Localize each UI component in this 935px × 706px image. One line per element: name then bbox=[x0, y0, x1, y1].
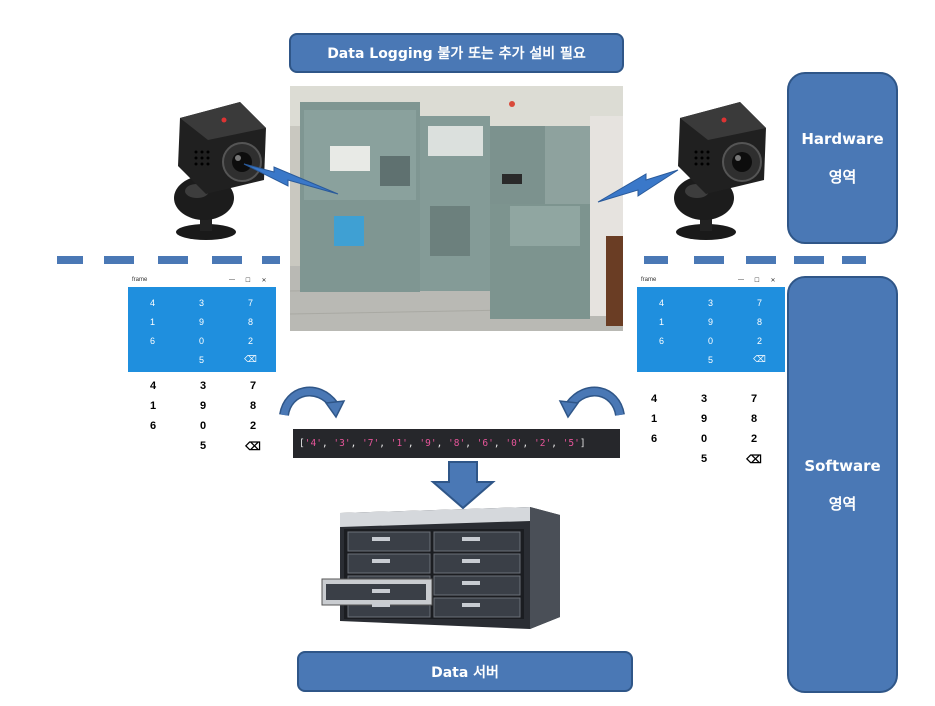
minimize-button[interactable]: — bbox=[229, 277, 235, 283]
window-title: frame bbox=[641, 277, 657, 283]
keypad-digit: 1 bbox=[650, 413, 658, 425]
keypad-digit: 4 bbox=[650, 393, 658, 405]
right-keypad-digits: 4 3 7 1 9 8 6 0 2 5 ⌫ bbox=[629, 389, 779, 469]
keypad-digit: 3 bbox=[199, 380, 207, 392]
grid-cell[interactable]: 2 bbox=[247, 335, 253, 346]
grid-cell[interactable]: 8 bbox=[756, 316, 762, 327]
grid-cell[interactable]: 5 bbox=[198, 354, 204, 365]
software-area-box: Software 영역 bbox=[787, 276, 898, 693]
keypad-digit: 0 bbox=[700, 433, 708, 445]
keypad-digit: 9 bbox=[199, 400, 207, 412]
grid-cell[interactable]: 9 bbox=[198, 316, 204, 327]
window-number-grid: 4 3 7 1 9 8 6 0 2 5 ⌫ bbox=[128, 293, 276, 369]
keypad-digit: 5 bbox=[700, 453, 708, 465]
control-room-photo bbox=[290, 86, 623, 331]
maximize-button[interactable]: ☐ bbox=[754, 277, 760, 284]
right-app-window: frame — ☐ ✕ 4 3 7 1 9 8 6 0 2 5 ⌫ bbox=[637, 273, 785, 372]
backspace-icon[interactable]: ⌫ bbox=[753, 354, 766, 364]
keypad-digit: 7 bbox=[249, 380, 257, 392]
keypad-digit: 2 bbox=[249, 420, 257, 432]
window-title: frame bbox=[132, 277, 148, 283]
keypad-digit: 7 bbox=[750, 393, 758, 405]
keypad-digit: 1 bbox=[149, 400, 157, 412]
grid-cell[interactable]: 8 bbox=[247, 316, 253, 327]
backspace-icon[interactable]: ⌫ bbox=[244, 354, 257, 364]
keypad-digit: 6 bbox=[650, 433, 658, 445]
grid-cell[interactable]: 6 bbox=[658, 335, 664, 346]
hardware-area-label: 영역 bbox=[828, 168, 857, 186]
keypad-digit: 5 bbox=[199, 440, 207, 452]
data-server-label: Data 서버 bbox=[431, 664, 499, 681]
left-app-window: frame — ☐ ✕ 4 3 7 1 9 8 6 0 2 5 ⌫ bbox=[128, 273, 276, 372]
keypad-digit: 6 bbox=[149, 420, 157, 432]
keypad-digit: 2 bbox=[750, 433, 758, 445]
keypad-digit: 3 bbox=[700, 393, 708, 405]
close-button[interactable]: ✕ bbox=[261, 277, 267, 284]
backspace-icon: ⌫ bbox=[245, 440, 261, 453]
hardware-area-box: Hardware 영역 bbox=[787, 72, 898, 244]
window-titlebar: frame — ☐ ✕ bbox=[128, 273, 276, 287]
title-banner: Data Logging 불가 또는 추가 설비 필요 bbox=[289, 33, 624, 73]
grid-cell[interactable]: 4 bbox=[149, 297, 155, 308]
backspace-icon: ⌫ bbox=[746, 453, 762, 466]
keypad-digit: 0 bbox=[199, 420, 207, 432]
keypad-digit: 4 bbox=[149, 380, 157, 392]
keypad-digit: 9 bbox=[700, 413, 708, 425]
close-button[interactable]: ✕ bbox=[770, 277, 776, 284]
window-titlebar: frame — ☐ ✕ bbox=[637, 273, 785, 287]
grid-cell[interactable]: 9 bbox=[707, 316, 713, 327]
grid-cell[interactable]: 1 bbox=[149, 316, 155, 327]
grid-cell[interactable]: 5 bbox=[707, 354, 713, 365]
grid-cell[interactable]: 7 bbox=[756, 297, 762, 308]
grid-cell[interactable]: 2 bbox=[756, 335, 762, 346]
software-area-label: 영역 bbox=[828, 494, 857, 513]
grid-cell[interactable]: 0 bbox=[707, 335, 713, 346]
keypad-digit: 8 bbox=[750, 413, 758, 425]
code-output: ['4', '3', '7', '1', '9', '8', '6', '0',… bbox=[293, 429, 620, 458]
keypad-digit: 8 bbox=[249, 400, 257, 412]
grid-cell[interactable]: 7 bbox=[247, 297, 253, 308]
data-server-banner: Data 서버 bbox=[297, 651, 633, 692]
left-keypad-digits: 4 3 7 1 9 8 6 0 2 5 ⌫ bbox=[128, 376, 278, 456]
hardware-label: Hardware bbox=[801, 130, 884, 148]
grid-cell[interactable]: 0 bbox=[198, 335, 204, 346]
software-label: Software bbox=[804, 456, 881, 475]
grid-cell[interactable]: 6 bbox=[149, 335, 155, 346]
grid-cell[interactable]: 3 bbox=[198, 297, 204, 308]
grid-cell[interactable]: 3 bbox=[707, 297, 713, 308]
maximize-button[interactable]: ☐ bbox=[245, 277, 251, 284]
window-number-grid: 4 3 7 1 9 8 6 0 2 5 ⌫ bbox=[637, 293, 785, 369]
grid-cell[interactable]: 1 bbox=[658, 316, 664, 327]
minimize-button[interactable]: — bbox=[738, 277, 744, 283]
title-banner-text: Data Logging 불가 또는 추가 설비 필요 bbox=[327, 46, 586, 62]
grid-cell[interactable]: 4 bbox=[658, 297, 664, 308]
